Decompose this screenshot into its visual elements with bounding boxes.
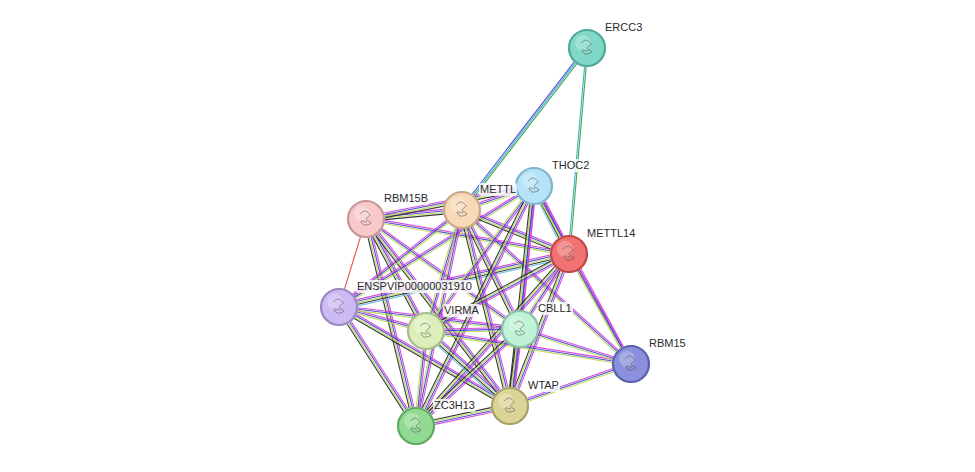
node-circle: [550, 235, 588, 273]
interaction-edge: [416, 350, 425, 408]
evidence-line: [349, 323, 405, 410]
interaction-edge: [510, 348, 520, 388]
evidence-line: [424, 203, 525, 409]
node-circle: [347, 200, 385, 238]
protein-label: VIRMA: [443, 304, 480, 317]
evidence-line: [577, 271, 620, 348]
protein-label: ZC3H13: [433, 399, 476, 412]
evidence-line: [445, 329, 501, 330]
evidence-line: [440, 344, 496, 394]
node-circle: [515, 167, 553, 205]
protein-node: RBM15: [612, 345, 650, 383]
node-circle: [501, 310, 539, 348]
interaction-edge: [538, 333, 614, 360]
evidence-line: [351, 322, 407, 409]
interaction-edge: [438, 341, 498, 395]
interaction-edge: [570, 67, 586, 235]
node-circle: [443, 191, 481, 229]
evidence-line: [385, 214, 443, 219]
protein-node: VIRMA: [407, 312, 445, 350]
interaction-edge: [472, 62, 576, 196]
protein-node: ERCC3: [568, 29, 606, 67]
node-circle: [568, 29, 606, 67]
protein-node: THOC2: [515, 167, 553, 205]
protein-label: RBM15B: [383, 192, 429, 205]
protein-label: METTL14: [586, 227, 636, 240]
evidence-line: [445, 331, 501, 332]
evidence-line: [441, 342, 497, 392]
evidence-line: [513, 205, 533, 387]
evidence-line: [538, 335, 613, 359]
evidence-line: [538, 336, 613, 360]
evidence-line: [435, 411, 492, 423]
evidence-line: [425, 203, 526, 409]
node-circle: [407, 312, 445, 350]
evidence-line: [445, 328, 501, 329]
evidence-line: [528, 370, 613, 400]
interaction-edge: [347, 322, 407, 412]
interaction-edge: [479, 215, 553, 249]
protein-label: CBLL1: [537, 302, 573, 315]
evidence-line: [539, 333, 614, 357]
evidence-line: [570, 67, 585, 235]
protein-node: CBLL1: [501, 310, 539, 348]
protein-label: ENSPVIP00000031910: [356, 280, 473, 293]
evidence-line: [355, 317, 493, 397]
evidence-line: [578, 271, 621, 348]
protein-label: THOC2: [551, 159, 590, 172]
evidence-line: [541, 204, 559, 238]
evidence-line: [416, 350, 422, 407]
evidence-line: [347, 324, 403, 411]
protein-node: RBM15B: [347, 200, 385, 238]
protein-node: ENSPVIP00000031910: [320, 288, 358, 326]
evidence-line: [350, 323, 406, 410]
node-circle: [612, 345, 650, 383]
evidence-line: [510, 348, 515, 387]
evidence-line: [444, 265, 554, 324]
evidence-line: [514, 205, 534, 387]
node-circle: [320, 288, 358, 326]
node-circle: [491, 387, 529, 425]
protein-node: WTAP: [491, 387, 529, 425]
protein-label: RBM15: [648, 337, 687, 350]
evidence-line: [439, 345, 495, 395]
evidence-line: [433, 229, 458, 314]
evidence-line: [427, 204, 528, 410]
evidence-line: [438, 346, 494, 396]
interaction-edge: [577, 270, 623, 348]
evidence-line: [527, 369, 612, 399]
protein-label: ERCC3: [604, 21, 643, 34]
evidence-line: [571, 67, 586, 235]
protein-label: METTL: [479, 183, 517, 196]
evidence-line: [580, 270, 623, 347]
interaction-edge: [422, 202, 528, 410]
protein-node: ZC3H13: [397, 407, 435, 445]
evidence-line: [435, 412, 492, 424]
evidence-line: [442, 341, 498, 391]
interaction-edge: [445, 328, 501, 332]
protein-node: METTL: [443, 191, 481, 229]
evidence-line: [475, 64, 577, 196]
protein-node: METTL14: [550, 235, 588, 273]
node-circle: [397, 407, 435, 445]
interaction-edge: [527, 369, 613, 402]
protein-label: WTAP: [527, 379, 560, 392]
